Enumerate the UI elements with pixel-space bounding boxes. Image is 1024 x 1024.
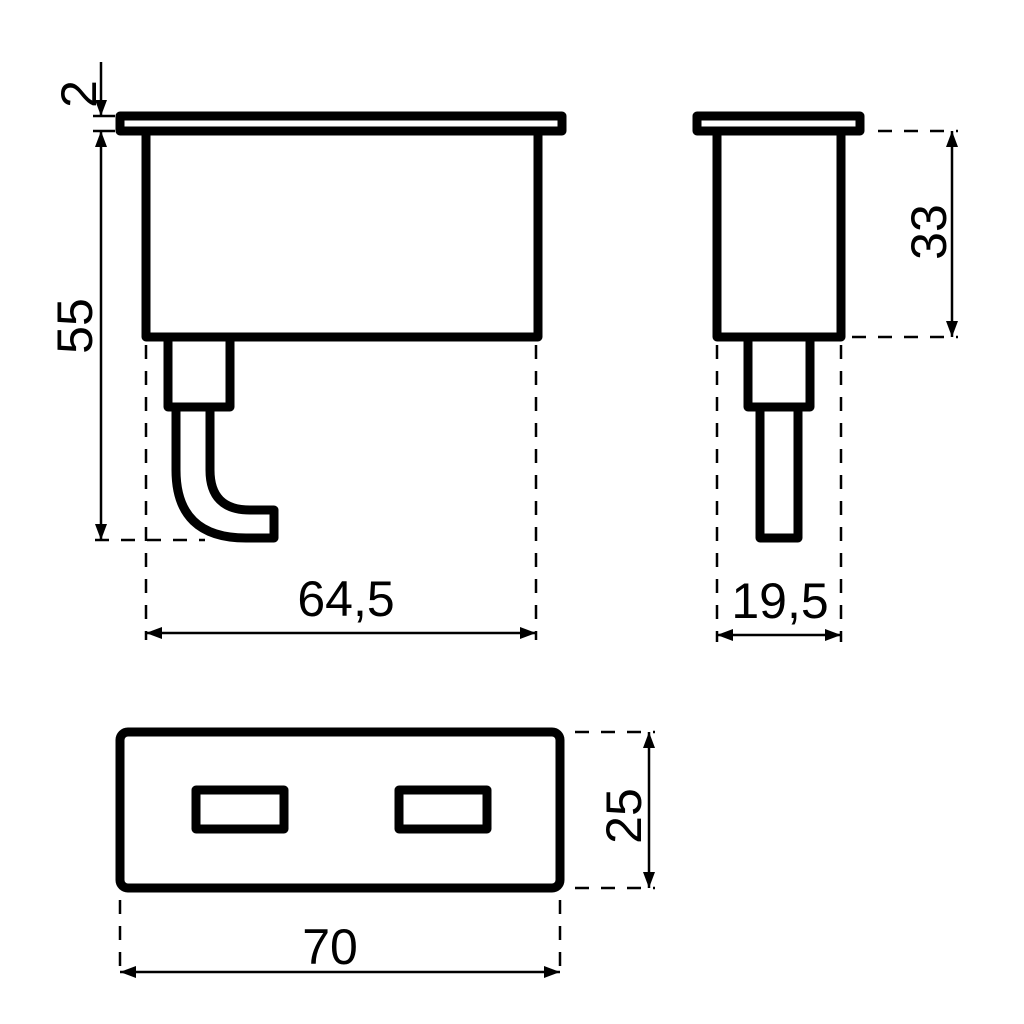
top-opening-right [394,785,492,834]
arrow-icon [643,732,655,748]
arrow-icon [95,100,107,116]
top-flange [115,727,565,893]
arrow-icon [95,131,107,147]
side-view: 33 19,5 [692,111,958,642]
arrow-icon [544,966,560,978]
dim-label-flange-thickness: 2 [51,80,107,108]
dim-label-flange-depth: 25 [596,788,652,844]
arrow-icon [120,966,136,978]
dim-label-flange-width: 70 [302,919,358,975]
side-cable [755,402,803,543]
top-view: 25 70 [115,727,655,978]
arrow-icon [825,629,841,641]
dim-label-body-height: 33 [901,204,957,260]
front-cable [171,402,279,543]
arrow-icon [946,321,958,337]
dim-label-total-height: 55 [47,298,103,354]
arrow-icon [146,627,162,639]
arrow-icon [946,131,958,147]
front-body [141,126,543,342]
dim-label-body-depth: 19,5 [731,573,828,629]
arrow-icon [520,627,536,639]
top-opening-left [191,785,289,834]
front-connector [163,332,235,412]
arrow-icon [717,629,733,641]
dim-label-body-width: 64,5 [297,571,394,627]
side-body [712,126,846,342]
arrow-icon [95,524,107,540]
arrow-icon [643,872,655,888]
front-view: 2 55 64,5 [47,62,567,640]
side-connector [743,332,815,412]
